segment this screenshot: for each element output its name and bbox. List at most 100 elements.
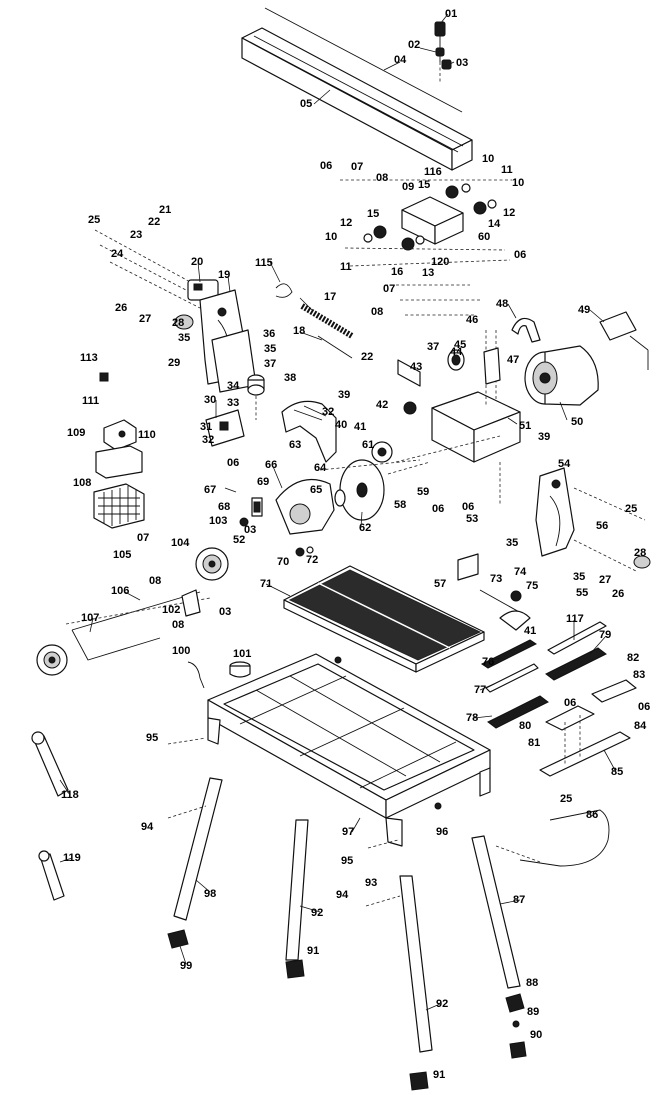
handle-48 <box>511 317 541 343</box>
callout-40: 40 <box>335 419 347 431</box>
callout-47: 47 <box>507 354 519 366</box>
callout-51: 51 <box>519 420 531 432</box>
callout-33: 33 <box>227 397 239 409</box>
callout-65: 65 <box>310 484 322 496</box>
callout-38: 38 <box>284 372 296 384</box>
slide-housing-09 <box>401 196 464 245</box>
bearings-and-washers <box>340 179 512 316</box>
callout-07: 07 <box>383 283 395 295</box>
callout-09: 09 <box>402 181 414 193</box>
callout-60: 60 <box>478 231 490 243</box>
bracket-102 <box>181 589 201 617</box>
callout-15: 15 <box>418 179 430 191</box>
callout-01: 01 <box>445 8 457 20</box>
callout-48: 48 <box>496 298 508 310</box>
callout-58: 58 <box>394 499 406 511</box>
callout-14: 14 <box>488 218 501 230</box>
callout-109: 109 <box>67 427 85 439</box>
leg-92-left <box>285 819 309 961</box>
callout-94: 94 <box>141 821 154 833</box>
rail-79 <box>545 647 607 681</box>
capacitor-37-34 <box>247 374 265 420</box>
washer-65 <box>334 489 346 507</box>
blade-62 <box>319 459 421 521</box>
motor-50 <box>524 345 599 406</box>
callout-100: 100 <box>172 645 190 657</box>
callout-63: 63 <box>289 439 301 451</box>
callout-07: 07 <box>351 161 363 173</box>
callout-88: 88 <box>526 977 538 989</box>
callout-95: 95 <box>341 855 353 867</box>
callout-11: 11 <box>340 261 352 273</box>
callout-16: 16 <box>391 266 403 278</box>
foot-91-left <box>285 959 305 979</box>
switch-111 <box>103 419 137 451</box>
callout-32: 32 <box>202 434 214 446</box>
callout-92: 92 <box>436 998 448 1010</box>
bracket-45-47 <box>483 347 501 385</box>
callout-27: 27 <box>139 313 151 325</box>
handle-86 <box>495 809 610 867</box>
bushing-37-44 <box>447 349 465 371</box>
tilt-bracket-54 <box>535 467 646 573</box>
callout-18: 18 <box>293 325 305 337</box>
callout-50: 50 <box>571 416 583 428</box>
callout-80: 80 <box>519 720 531 732</box>
callout-103: 103 <box>209 515 227 527</box>
fence-rail-04 <box>264 7 463 113</box>
callout-91: 91 <box>307 945 319 957</box>
knob-113 <box>99 372 109 382</box>
callout-11: 11 <box>501 164 513 176</box>
callout-10: 10 <box>512 177 524 189</box>
motor-bracket-51 <box>431 330 521 463</box>
callout-96: 96 <box>436 826 448 838</box>
callout-03: 03 <box>244 524 256 536</box>
callout-101: 101 <box>233 648 251 660</box>
callout-35: 35 <box>178 332 190 344</box>
callout-28: 28 <box>172 317 184 329</box>
cap-101 <box>229 661 251 678</box>
callout-labels: 01 02 03 04 05 06 07 08 116 10 11 09 15 … <box>61 8 650 1081</box>
callout-35: 35 <box>264 343 276 355</box>
bolts-53-59 <box>387 435 501 505</box>
callout-54: 54 <box>558 458 571 470</box>
callout-21: 21 <box>159 204 171 216</box>
fence-knob-02-03 <box>435 47 452 82</box>
callout-98: 98 <box>204 888 216 900</box>
blade-guard-32-40 <box>281 400 337 463</box>
callout-104: 104 <box>171 537 190 549</box>
callout-49: 49 <box>578 304 590 316</box>
callout-26: 26 <box>115 302 127 314</box>
callout-29: 29 <box>168 357 180 369</box>
callout-06: 06 <box>227 457 239 469</box>
guard-66 <box>275 478 335 535</box>
callout-106: 106 <box>111 585 129 597</box>
callout-86: 86 <box>586 809 598 821</box>
rail-117 <box>547 621 607 655</box>
callout-95: 95 <box>146 732 158 744</box>
leg-92-right <box>399 875 433 1053</box>
plate-43 <box>397 359 421 387</box>
callout-08: 08 <box>149 575 161 587</box>
leg-87 <box>471 835 521 989</box>
foot-99 <box>167 929 189 949</box>
leveller-89-90 <box>509 1020 527 1059</box>
flange-61 <box>371 441 393 463</box>
callout-94: 94 <box>336 889 349 901</box>
spring-17 <box>300 303 354 339</box>
callout-102: 102 <box>162 604 180 616</box>
callout-69: 69 <box>257 476 269 488</box>
callout-116: 116 <box>424 166 442 178</box>
callout-105: 105 <box>113 549 131 561</box>
callout-06: 06 <box>462 501 474 513</box>
stand-frame-97 <box>207 653 491 847</box>
foot-88 <box>505 993 525 1013</box>
rod-18 <box>317 335 353 359</box>
callout-59: 59 <box>417 486 429 498</box>
callout-39: 39 <box>538 431 550 443</box>
callout-06: 06 <box>514 249 526 261</box>
callout-41: 41 <box>524 625 536 637</box>
callout-07: 07 <box>137 532 149 544</box>
knob-70-72 <box>295 546 314 557</box>
callout-64: 64 <box>314 462 327 474</box>
